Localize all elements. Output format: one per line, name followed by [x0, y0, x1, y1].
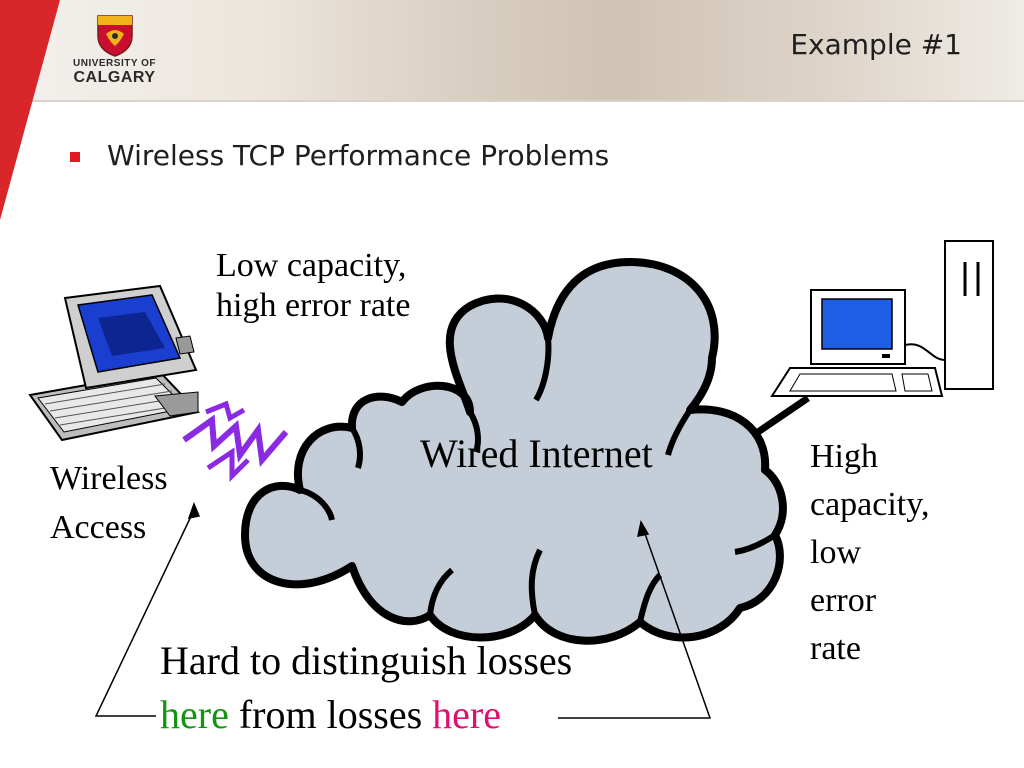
logo-line-1: UNIVERSITY OF	[73, 58, 156, 69]
loss-arrows	[94, 501, 712, 719]
high-capacity-line-3: low	[810, 534, 861, 571]
cloud-label: Wired Internet	[420, 431, 653, 476]
wireless-lightning-icon	[182, 414, 289, 468]
low-capacity-label: Low capacity, high error rate	[216, 246, 410, 326]
caption-here-wired: here	[432, 692, 501, 737]
logo-line-2: CALGARY	[73, 69, 156, 86]
caption: Hard to distinguish losses here from los…	[160, 634, 572, 742]
high-capacity-line-1: High	[810, 438, 878, 475]
header-divider	[0, 100, 1024, 102]
low-capacity-line-2: high error rate	[216, 287, 411, 324]
caption-middle: from losses	[228, 692, 433, 737]
caption-here-wireless: here	[160, 692, 229, 737]
high-capacity-label: High capacity, low error rate	[810, 433, 930, 673]
high-capacity-line-4: error	[810, 582, 877, 619]
wireless-access-label: Wireless Access	[50, 454, 168, 552]
high-capacity-line-2: capacity,	[810, 486, 930, 523]
bullet-marker	[70, 152, 80, 162]
bullet-text: Wireless TCP Performance Problems	[107, 139, 610, 172]
high-capacity-line-5: rate	[810, 630, 861, 667]
slide-title: Example #1	[790, 28, 962, 61]
wireless-access-line-2: Access	[50, 509, 147, 546]
header-band	[0, 0, 1024, 100]
desktop-computer-icon	[756, 240, 994, 435]
laptop-icon	[28, 284, 200, 442]
cloud-icon	[241, 258, 787, 645]
wireless-access-line-1: Wireless	[50, 460, 168, 497]
caption-line-2: here from losses here	[160, 688, 572, 742]
university-logo: UNIVERSITY OF CALGARY	[62, 12, 167, 92]
university-crest-icon	[97, 15, 133, 57]
caption-line-1: Hard to distinguish losses	[160, 638, 573, 683]
low-capacity-line-1: Low capacity,	[216, 247, 407, 284]
